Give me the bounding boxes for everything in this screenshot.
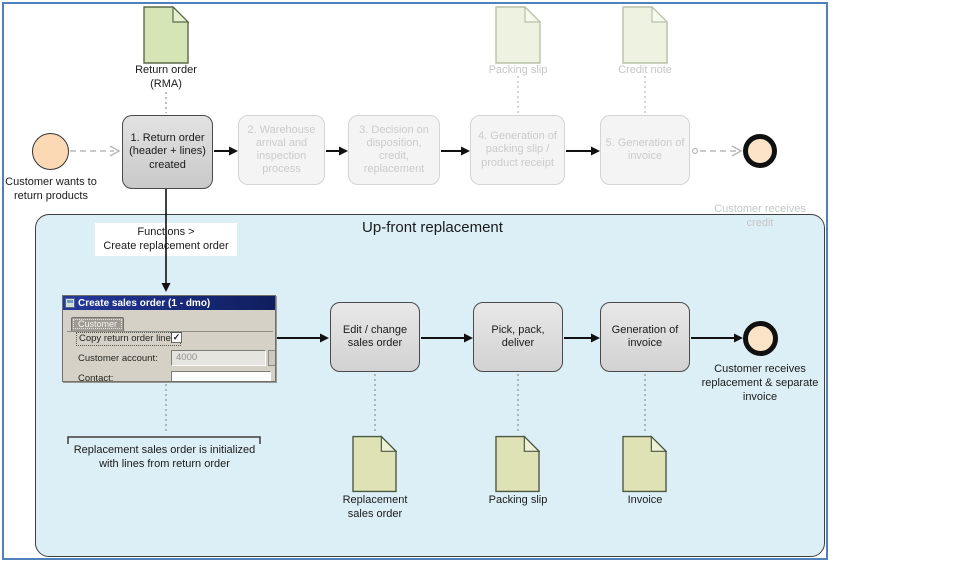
customer-account-input[interactable]: 4000 <box>171 350 266 366</box>
end-event-credit-circle <box>743 134 777 168</box>
functions-trigger-line1: Functions > <box>137 226 195 238</box>
document-packing-slip-bottom-icon <box>495 435 541 498</box>
step-1-return-order: 1. Return order (header + lines) created <box>122 115 213 189</box>
document-invoice-label: Invoice <box>627 494 663 506</box>
tab-customer[interactable]: Customer <box>71 317 125 331</box>
step-5-label: 5. Generation of invoice <box>605 136 685 162</box>
document-credit-note-icon <box>622 5 669 69</box>
step-pick-label: Pick, pack, deliver <box>491 323 545 349</box>
customer-account-lookup-button[interactable] <box>268 350 275 366</box>
document-credit-note-label: Credit note <box>618 64 672 76</box>
step-5-invoice: 5. Generation of invoice <box>600 115 690 185</box>
step-1-label: 1. Return order (header + lines) created <box>129 132 206 171</box>
step-3-label: 3. Decision on disposition, credit, repl… <box>359 123 429 176</box>
step-pick-pack-deliver: Pick, pack, deliver <box>473 302 563 372</box>
customer-account-label: Customer account: <box>78 353 158 364</box>
document-packing-slip-top-icon <box>495 5 542 69</box>
window-icon <box>65 298 75 308</box>
checkmark-icon: ✓ <box>172 332 181 342</box>
document-replacement-sales-order-icon <box>352 435 398 498</box>
document-return-order-label: Return order (RMA) <box>135 64 197 90</box>
copy-return-order-lines-checkbox[interactable]: ✓ <box>171 332 182 343</box>
document-return-order-icon <box>143 5 190 69</box>
document-packing-slip-bottom-label: Packing slip <box>488 494 548 506</box>
step-2-label: 2. Warehouse arrival and inspection proc… <box>247 123 316 176</box>
copy-return-order-lines-label: Copy return order lines: <box>76 332 182 346</box>
document-replacement-sales-order-label: Replacement sales order <box>342 494 408 520</box>
tabstrip-divider <box>67 331 273 332</box>
container-title: Up-front replacement <box>362 219 503 236</box>
functions-trigger-line2: Create replacement order <box>103 240 229 253</box>
step-4-label: 4. Generation of packing slip / product … <box>478 130 557 169</box>
dialog-title: Create sales order (1 - dmo) <box>78 297 211 309</box>
start-event-circle <box>32 133 69 170</box>
contact-label: Contact: <box>78 373 114 382</box>
step-4-packing-slip: 4. Generation of packing slip / product … <box>470 115 565 185</box>
step-edit-label: Edit / change sales order <box>342 323 408 349</box>
step-geninv-label: Generation of invoice <box>611 323 679 349</box>
create-sales-order-dialog: Create sales order (1 - dmo) Customer Co… <box>62 295 276 382</box>
step-edit-sales-order: Edit / change sales order <box>330 302 420 372</box>
start-event-label: Customer wants to return products <box>5 176 97 202</box>
end-event-replacement-label: Customer receives replacement & separate… <box>701 363 819 403</box>
document-packing-slip-top-label: Packing slip <box>488 64 548 76</box>
end-event-replacement-circle <box>743 321 778 356</box>
contact-input[interactable] <box>171 371 271 381</box>
step-3-decision: 3. Decision on disposition, credit, repl… <box>348 115 440 185</box>
end-event-credit-label: Customer receives credit <box>714 203 806 229</box>
annotation-text: Replacement sales order is initialized w… <box>73 444 256 470</box>
functions-trigger-label: Functions > Create replacement order <box>95 223 237 256</box>
document-invoice-icon <box>622 435 668 498</box>
dialog-body: Customer Copy return order lines: ✓ Cust… <box>63 310 275 382</box>
dialog-titlebar[interactable]: Create sales order (1 - dmo) <box>63 296 275 310</box>
step-2-warehouse: 2. Warehouse arrival and inspection proc… <box>238 115 325 185</box>
step-generation-invoice: Generation of invoice <box>600 302 690 372</box>
